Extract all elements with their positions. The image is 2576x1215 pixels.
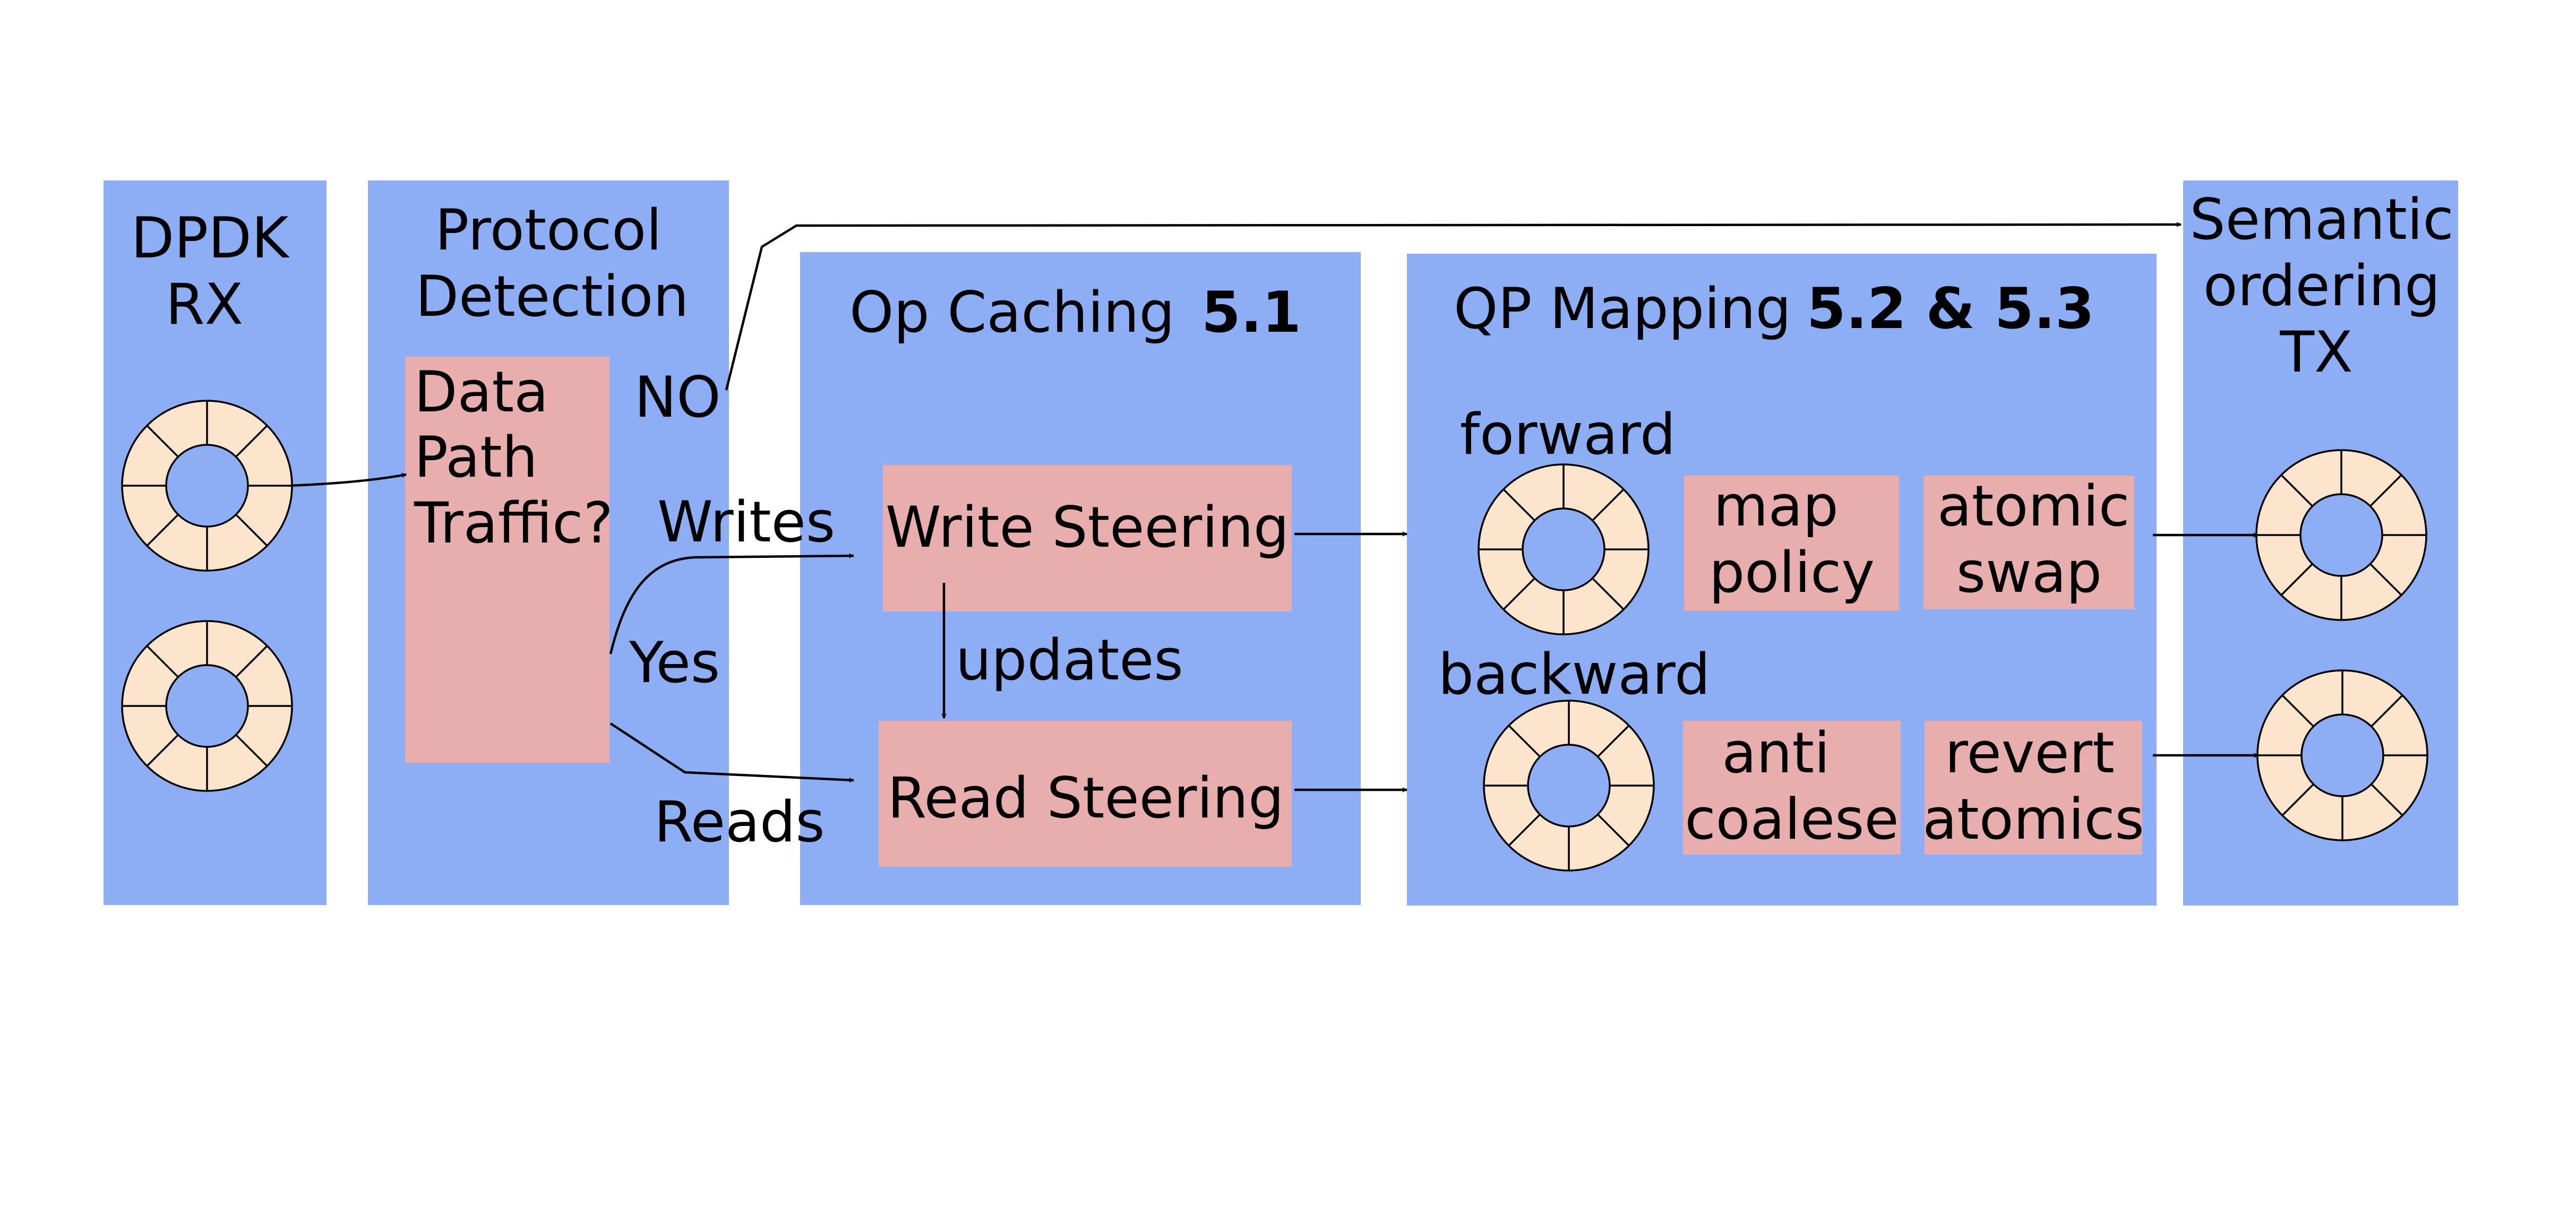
rx-to-data-path-arrow xyxy=(289,472,407,487)
ring-buffer-hole xyxy=(2300,713,2384,797)
ring-buffer-icon xyxy=(121,620,293,792)
forward-label: forward xyxy=(1460,402,1676,467)
ring-buffer-slot-divider xyxy=(2281,783,2314,816)
no-label: NO xyxy=(634,365,721,430)
ring-buffer-slot-divider xyxy=(2281,694,2314,727)
revert-atomics-line2: atomics xyxy=(1922,787,2144,852)
ring-buffer-slot-divider xyxy=(1502,488,1535,521)
anti-coalese-line1: anti xyxy=(1722,720,1830,786)
read-steering-label: Read Steering xyxy=(888,765,1284,831)
atomic-swap-line1: atomic xyxy=(1937,473,2130,539)
yes-label: Yes xyxy=(629,630,720,695)
op-caching-title: Op Caching xyxy=(849,280,1175,345)
protocol-detection-title-line1: Protocol xyxy=(435,197,662,263)
semantic-ordering-title-line1: Semantic xyxy=(2189,187,2453,252)
ring-buffer-slot-divider xyxy=(1597,814,1630,847)
anti-coalese-line2: coalese xyxy=(1685,787,1899,852)
revert-atomics-box xyxy=(1925,721,2142,855)
data-path-line3: Traffic? xyxy=(414,490,613,556)
ring-buffer-slot-divider xyxy=(235,514,268,547)
map-policy-line2: policy xyxy=(1709,540,1875,605)
qp-mapping-section: 5.2 & 5.3 xyxy=(1807,276,2094,341)
ring-buffer-slot-divider xyxy=(2369,563,2402,596)
ring-buffer-slot-divider xyxy=(146,645,179,678)
anti-coalese-box xyxy=(1683,721,1901,855)
ring-buffer-slot-divider xyxy=(2280,474,2313,507)
ring-buffer-slot-divider xyxy=(1508,725,1541,757)
ring-buffer-slot-divider xyxy=(235,425,268,458)
atomic-swap-box xyxy=(1924,476,2134,609)
revert-atomics-line1: revert xyxy=(1945,720,2115,786)
qp-mapping-title: QP Mapping xyxy=(1454,276,1791,341)
data-path-line1: Data xyxy=(414,359,548,425)
reads-arrow xyxy=(609,722,854,783)
ring-buffer-hole xyxy=(2299,493,2383,577)
reads-label: Reads xyxy=(654,789,825,855)
ring-buffer-slot-divider xyxy=(2280,563,2313,596)
ring-buffer-icon xyxy=(2255,449,2427,621)
ring-buffer-slot-divider xyxy=(1597,725,1630,757)
write-steering-label: Write Steering xyxy=(886,495,1289,560)
backward-label: backward xyxy=(1438,642,1711,707)
no-bypass-arrow xyxy=(725,222,2182,391)
ring-buffer-hole xyxy=(1522,507,1605,591)
ring-buffer-hole xyxy=(165,664,249,748)
writes-arrow xyxy=(609,553,854,654)
dpdk-rx-title-line1: DPDK xyxy=(131,205,290,271)
ring-buffer-slot-divider xyxy=(2369,474,2402,507)
ring-buffer-icon xyxy=(1483,700,1655,872)
protocol-detection-title-line2: Detection xyxy=(416,264,689,329)
op-caching-section: 5.1 xyxy=(1201,280,1301,345)
ring-buffer-slot-divider xyxy=(235,734,268,767)
writes-label: Writes xyxy=(657,489,835,555)
dpdk-rx-title-line2: RX xyxy=(166,272,243,337)
ring-buffer-slot-divider xyxy=(146,425,179,458)
data-path-line2: Path xyxy=(414,425,538,490)
data-path-traffic-box xyxy=(405,357,609,763)
ring-buffer-icon xyxy=(1478,463,1650,635)
semantic-ordering-title-line2: ordering xyxy=(2203,253,2441,318)
ring-buffer-hole xyxy=(165,444,249,528)
map-policy-line1: map xyxy=(1713,473,1839,539)
write-steering-box xyxy=(883,465,1292,611)
semantic-ordering-title-line3: TX xyxy=(2279,320,2352,385)
ring-buffer-slot-divider xyxy=(235,645,268,678)
ring-buffer-slot-divider xyxy=(2371,694,2403,727)
ring-buffer-slot-divider xyxy=(146,734,179,767)
ring-buffer-slot-divider xyxy=(146,514,179,547)
read-steering-box xyxy=(879,721,1292,867)
ring-buffer-slot-divider xyxy=(2371,783,2403,816)
ring-buffer-icon xyxy=(121,400,293,572)
atomic-swap-line2: swap xyxy=(1956,540,2102,605)
ring-buffer-slot-divider xyxy=(1592,578,1625,610)
updates-label: updates xyxy=(956,627,1183,693)
ring-buffer-slot-divider xyxy=(1502,578,1535,610)
ring-buffer-hole xyxy=(1527,744,1611,828)
map-policy-box xyxy=(1684,476,1899,611)
ring-buffer-icon xyxy=(2256,669,2428,841)
ring-buffer-slot-divider xyxy=(1508,814,1541,847)
ring-buffer-slot-divider xyxy=(1592,488,1625,521)
